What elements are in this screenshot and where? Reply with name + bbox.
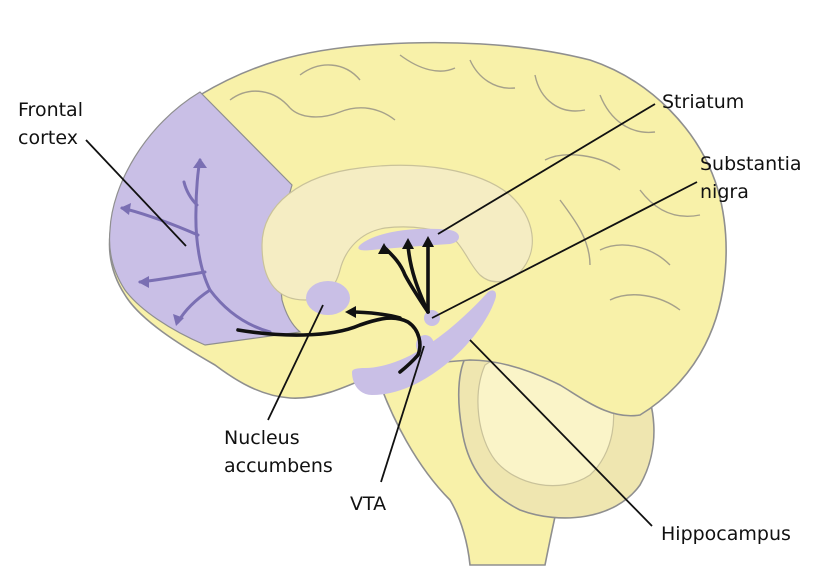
label-substantia-nigra-line1: Substantia	[700, 153, 802, 175]
hippocampus-region	[352, 290, 497, 395]
dopamine-pathways	[236, 240, 430, 374]
nucleus-accumbens-region	[306, 281, 350, 315]
mesocortical-pathway	[236, 316, 422, 357]
labels: Frontal cortex Striatum Substantia nigra…	[18, 91, 802, 545]
label-nucleus-accumbens-line2: accumbens	[224, 455, 333, 477]
nigrostriatal-pathway-1	[382, 245, 430, 314]
label-striatum: Striatum	[662, 91, 744, 113]
pathway-arrowheads	[345, 236, 434, 318]
label-nucleus-accumbens-line1: Nucleus	[224, 427, 300, 449]
nigrostriatal-pathway-2	[406, 243, 430, 314]
label-frontal-cortex-line2: cortex	[18, 127, 78, 149]
label-frontal-cortex-line1: Frontal	[18, 99, 83, 121]
cortex-pathway-arrows	[120, 158, 207, 326]
vta-pathway-left	[398, 353, 420, 374]
label-substantia-nigra-line2: nigra	[700, 181, 749, 203]
label-hippocampus: Hippocampus	[661, 523, 791, 545]
label-vta: VTA	[350, 493, 386, 515]
leader-lines	[85, 103, 698, 527]
